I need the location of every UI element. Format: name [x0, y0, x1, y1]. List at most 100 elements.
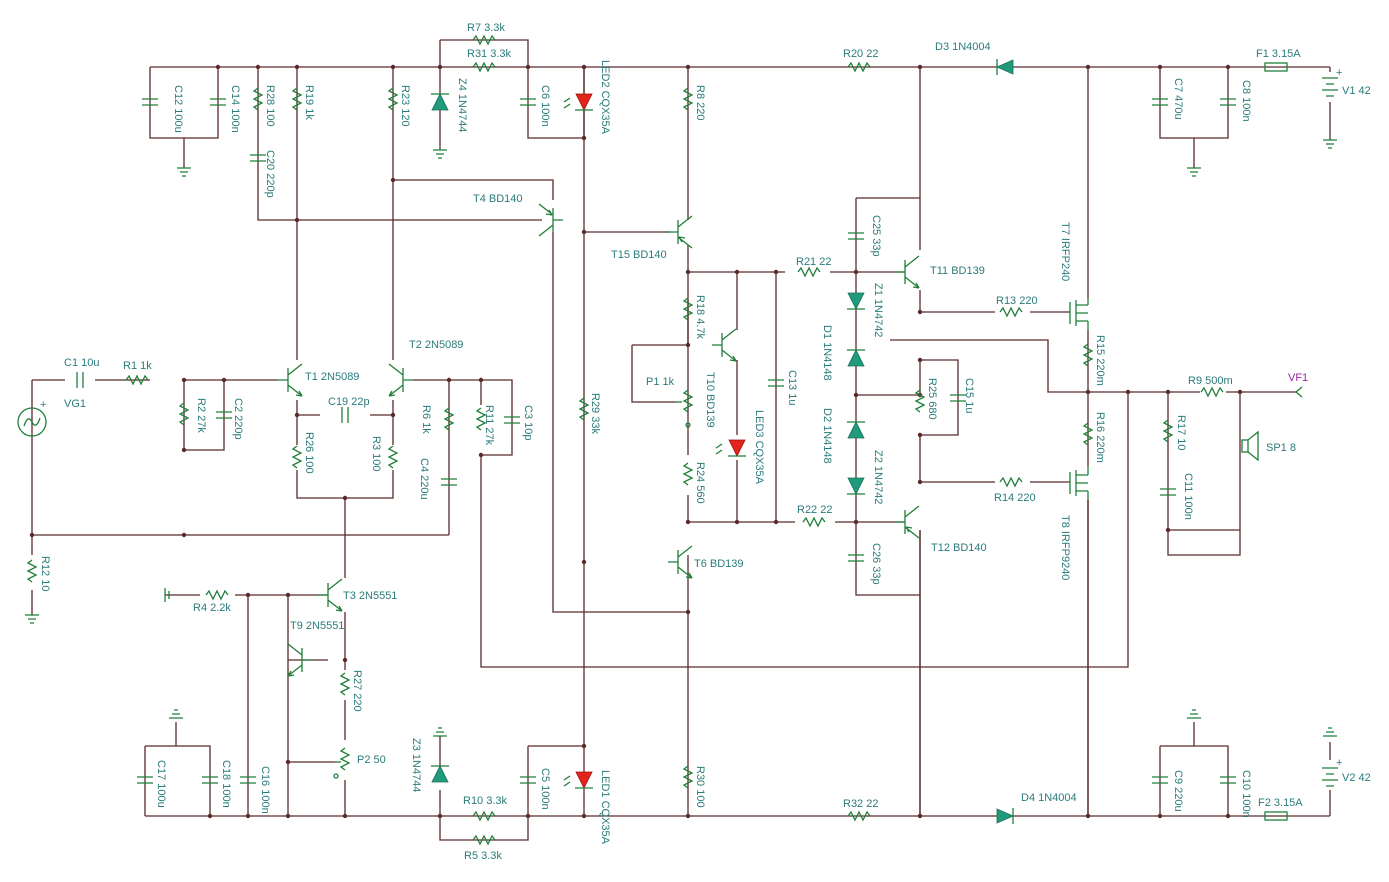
z1-symbol	[847, 292, 865, 310]
r23-label: R23 120	[399, 85, 411, 127]
r6-label: R6 1k	[420, 405, 432, 434]
gnd-c9	[1187, 709, 1201, 719]
r20-label: R20 22	[843, 48, 878, 60]
t10-label: T10 BD139	[704, 372, 716, 428]
r22-symbol	[802, 517, 826, 527]
r21-label: R21 22	[796, 256, 831, 268]
c4-label: C4 220u	[418, 458, 430, 500]
sp1-symbol	[1241, 430, 1259, 462]
r11-label: R11 27k	[483, 405, 495, 446]
r8-label: R8 220	[694, 85, 706, 120]
component-labels: R7 3.3k R31 3.3k R20 22 D3 1N4004 F1 3.1…	[39, 22, 1371, 862]
v2-symbol: +	[1322, 757, 1342, 787]
r7-label: R7 3.3k	[467, 22, 505, 34]
c14-label: C14 100n	[229, 85, 241, 133]
c7-label: C7 470u	[1172, 78, 1184, 120]
r27-symbol	[340, 672, 350, 696]
c2-label: C2 220p	[232, 398, 244, 440]
gnd-c12	[176, 167, 192, 177]
gnd-z4	[432, 149, 448, 159]
f1-symbol	[1264, 62, 1288, 72]
gnd-v2	[1323, 727, 1337, 737]
c12-label: C12 100u	[172, 85, 184, 133]
r4-label: R4 2.2k	[193, 602, 231, 614]
d4-symbol	[996, 808, 1014, 824]
gnd-z3	[433, 727, 447, 737]
r12-label: R12 10	[39, 556, 51, 591]
led1-symbol	[563, 771, 593, 789]
v1-symbol: +	[1322, 67, 1342, 97]
t3-symbol	[317, 578, 343, 612]
c9-label: C9 220u	[1172, 770, 1184, 812]
t9-label: T9 2N5551	[290, 620, 344, 632]
t11-label: T11 BD139	[930, 265, 985, 277]
c15-label: C15 1u	[963, 378, 975, 413]
t1-symbol	[277, 363, 303, 397]
d1-symbol	[847, 349, 865, 367]
r15-label: R15 220m	[1094, 335, 1106, 386]
t10-symbol	[711, 328, 737, 362]
c18-label: C18 100n	[220, 760, 232, 808]
r26-symbol	[292, 445, 302, 469]
gnd-v1	[1322, 139, 1338, 149]
r3-symbol	[388, 445, 398, 469]
f1-label: F1 3.15A	[1256, 48, 1301, 60]
c3-label: C3 10p	[522, 405, 534, 440]
r32-label: R32 22	[843, 798, 878, 810]
r26-label: R26 100	[303, 432, 315, 474]
r1-label: R1 1k	[123, 360, 152, 372]
gnd-r12	[24, 614, 40, 624]
led3-symbol	[715, 439, 746, 457]
c11-label: C11 100n	[1182, 473, 1194, 520]
z1-label: Z1 1N4742	[872, 283, 884, 337]
d2-label: D2 1N4148	[821, 408, 833, 464]
gnd-c17	[169, 709, 183, 719]
r21-symbol	[797, 267, 821, 277]
v1-label: V1 42	[1342, 85, 1371, 97]
r25-label: R25 680	[926, 378, 938, 420]
r5-label: R5 3.3k	[464, 850, 502, 862]
z2-symbol	[847, 477, 865, 495]
r9-symbol	[1200, 387, 1224, 397]
r28-label: R28 100	[264, 85, 276, 127]
led2-label: LED2 CQX35A	[599, 60, 611, 135]
r29-label: R29 33k	[589, 393, 601, 434]
r12-symbol	[27, 559, 37, 583]
t2-symbol	[388, 363, 414, 397]
r22-label: R22 22	[797, 504, 832, 516]
components: +	[17, 35, 1342, 845]
svg-text:+: +	[1336, 67, 1342, 79]
t3-label: T3 2N5551	[343, 590, 397, 602]
sp1-label: SP1 8	[1266, 442, 1296, 454]
c19-symbol	[341, 406, 349, 424]
c1-label: C1 10u	[64, 357, 99, 369]
led1-label: LED1 CQX35A	[599, 770, 611, 845]
r16-label: R16 220m	[1094, 412, 1106, 463]
z4-label: Z4 1N4744	[456, 78, 468, 132]
vf1-label: VF1	[1288, 372, 1308, 384]
d3-label: D3 1N4004	[935, 41, 991, 53]
t4-label: T4 BD140	[473, 193, 523, 205]
z3-symbol	[431, 765, 449, 783]
p1-wiper	[676, 401, 691, 428]
vf1-terminal	[1295, 386, 1303, 398]
svg-text:+: +	[40, 399, 46, 411]
r24-label: R24 560	[694, 462, 706, 504]
r14-label: R14 220	[994, 492, 1036, 504]
d2-symbol	[847, 421, 865, 439]
r17-label: R17 10	[1175, 415, 1187, 450]
d4-label: D4 1N4004	[1021, 792, 1077, 804]
p1-label: P1 1k	[646, 376, 675, 388]
t11-symbol	[894, 255, 920, 289]
t8-label: T8 IRFP9240	[1059, 515, 1071, 580]
d1-label: D1 1N4148	[821, 325, 833, 381]
r9-label: R9 500m	[1188, 375, 1233, 387]
p2-wiper	[333, 761, 341, 779]
t4-symbol	[538, 203, 564, 237]
c16-label: C16 100n	[259, 766, 271, 814]
t15-label: T15 BD140	[611, 249, 667, 261]
d3-symbol	[996, 59, 1014, 75]
f2-label: F2 3.15A	[1258, 797, 1303, 809]
t2-label: T2 2N5089	[409, 339, 463, 351]
c6-label: C6 100n	[539, 85, 551, 127]
